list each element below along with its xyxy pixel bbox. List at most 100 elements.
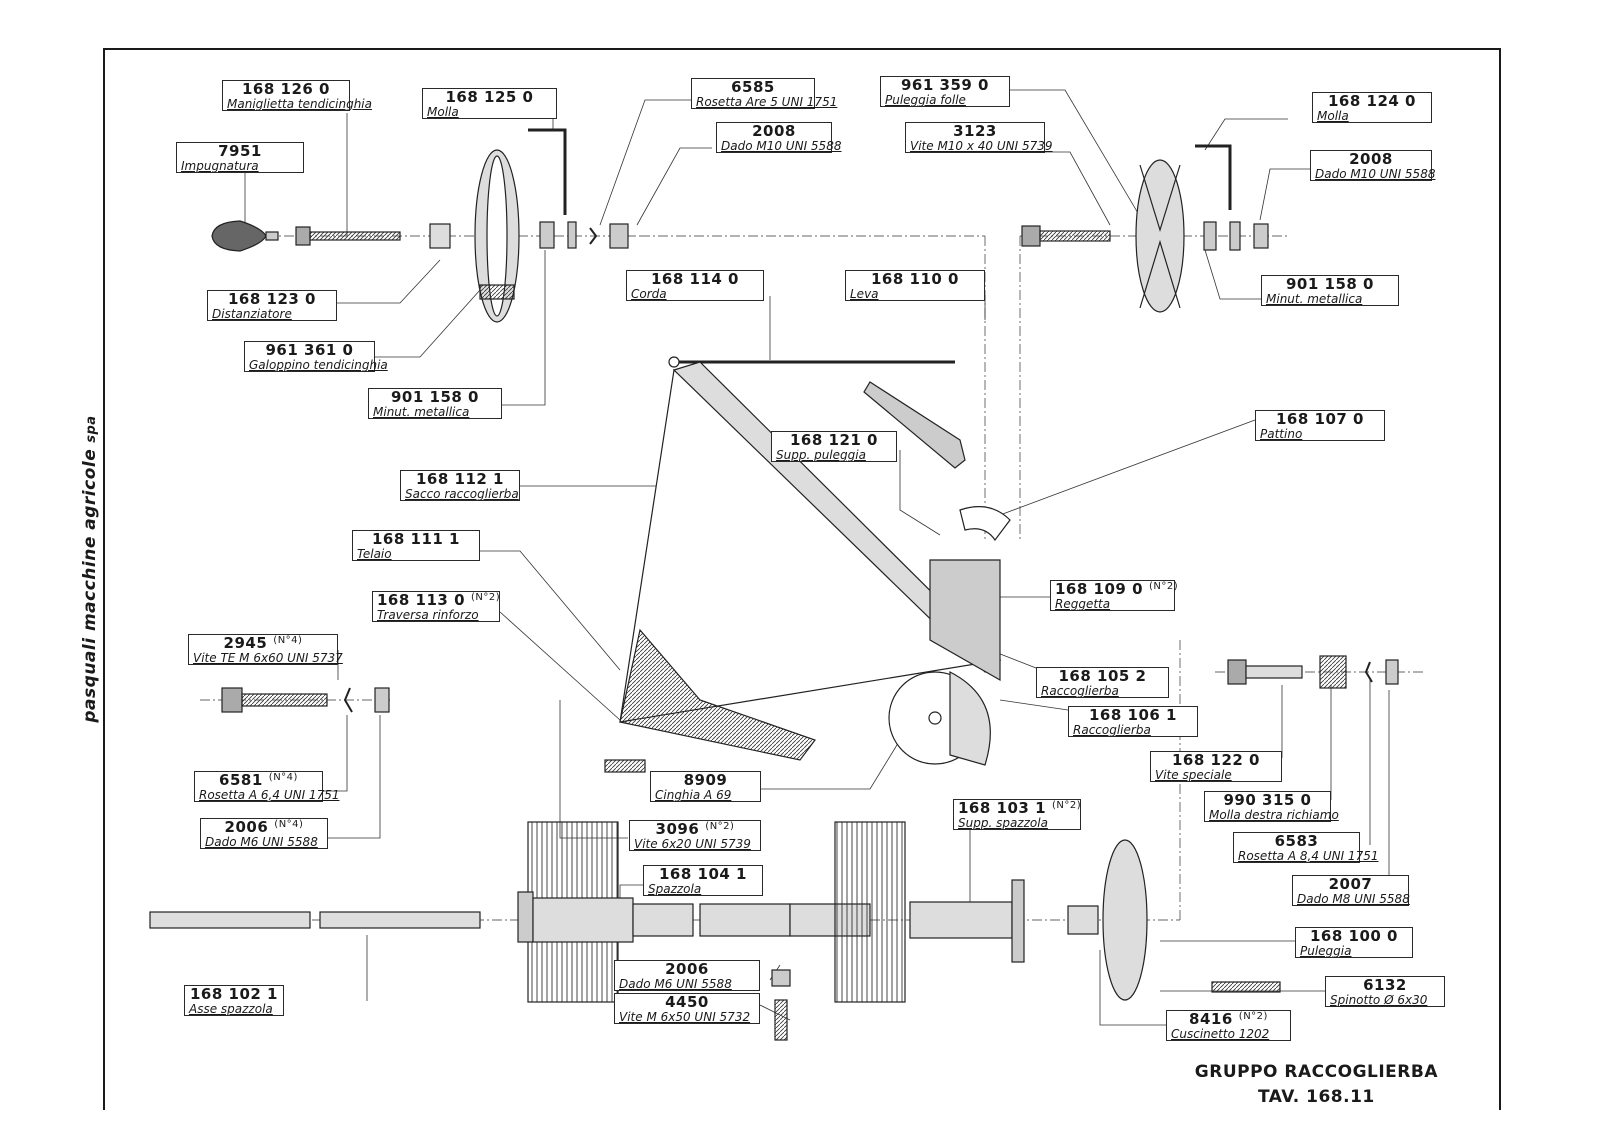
part-code: 961 361 0 [249, 341, 370, 359]
part-code-text: 168 126 0 [241, 80, 330, 98]
return-spring [1319, 655, 1347, 689]
part-code: 8416 (N°2) [1171, 1010, 1286, 1028]
spring-left [528, 128, 567, 215]
brush-hub-left [532, 897, 634, 943]
pulley-support [929, 559, 1001, 682]
part-code-text: 168 106 1 [1088, 706, 1177, 724]
part-name: Rosetta A 8,4 UNI 1751 [1238, 848, 1379, 863]
part-quantity: (N°2) [1238, 1011, 1268, 1022]
part-code-text: 168 113 0 [377, 591, 466, 609]
part-code-text: 8909 [683, 771, 728, 789]
part-code: 2006(N°4) [205, 819, 323, 836]
part-code-text: 6132 [1363, 976, 1407, 994]
brush-support [909, 901, 1013, 939]
part-code: 901 158 0 [1266, 275, 1394, 293]
part-code-text: 168 114 0 [650, 270, 739, 288]
part-code: 168 126 0 [227, 80, 345, 98]
part-name: Cuscinetto 1202 [1171, 1026, 1270, 1041]
assembly-title: GRUPPO RACCOGLIERBA [1194, 1062, 1438, 1082]
part-code-text: 7951 [218, 142, 262, 160]
part-code-text: 168 104 1 [658, 865, 747, 883]
part-code: 6132 [1330, 976, 1440, 994]
part-name: Minut. metallica [373, 404, 470, 419]
part-code-text: 2006 [665, 960, 709, 978]
part-code: 901 158 0 [373, 389, 497, 406]
part-label: 2945(N°4)Vite TE M 6x60 UNI 5737 [188, 634, 343, 666]
nut-left [609, 223, 629, 249]
part-code: 3123 [910, 123, 1040, 140]
title-block: GRUPPO RACCOGLIERBA TAV. 168.11 [1195, 1060, 1438, 1109]
part-name: Molla [427, 104, 459, 119]
part-name: Puleggia folle [885, 92, 966, 107]
nut-right [1253, 223, 1269, 249]
part-code: 168 122 0 [1155, 751, 1277, 769]
drawing-frame [103, 48, 1501, 1110]
part-code-text: 168 123 0 [227, 290, 316, 308]
part-code-text: 168 112 1 [415, 470, 504, 488]
mounting-screws-left [221, 687, 390, 713]
part-label: 6581(N°4)Rosetta A 6,4 UNI 1751 [194, 771, 339, 803]
part-name: Dado M10 UNI 5588 [1315, 166, 1436, 181]
part-code-text: 168 122 0 [1171, 751, 1260, 769]
part-code-text: 6583 [1274, 832, 1319, 850]
screw-m6x60 [241, 693, 328, 707]
spring-right [1195, 144, 1232, 210]
part-label: 3096(N°2)Vite 6x20 UNI 5739 [629, 820, 761, 852]
tensioner-group-right [1021, 144, 1269, 313]
nut-m6 [374, 687, 390, 713]
part-code: 168 123 0 [212, 290, 332, 308]
part-name: Supp. spazzola [958, 815, 1048, 830]
table-number: TAV. 168.11 [1258, 1086, 1375, 1107]
part-name: Pattino [1260, 426, 1303, 441]
part-code: 168 124 0 [1317, 92, 1427, 110]
part-code: 2007 [1297, 876, 1404, 893]
part-code-text: 168 125 0 [445, 88, 534, 106]
catcher-shell [949, 671, 991, 766]
part-code: 3096(N°2) [634, 821, 756, 838]
part-name: Leva [850, 286, 879, 301]
part-code-text: 168 109 0 [1055, 580, 1144, 598]
part-code-text: 168 124 0 [1327, 92, 1416, 110]
screw-m10x40 [1039, 230, 1111, 242]
brush-shaft-b [319, 911, 481, 929]
special-screw-group [1227, 655, 1399, 689]
idler-pulley-right [1135, 159, 1185, 313]
part-code-text: 961 361 0 [265, 341, 354, 359]
part-code-text: 8416 [1189, 1010, 1233, 1028]
part-name: Reggetta [1055, 596, 1111, 611]
part-code: 168 110 0 [850, 271, 980, 288]
part-name: Minut. metallica [1266, 291, 1363, 306]
part-name: Rosetta Are 5 UNI 1751 [696, 94, 838, 109]
part-name: Vite M10 x 40 UNI 5739 [910, 138, 1053, 153]
part-code-text: 901 158 0 [1285, 275, 1374, 293]
nut-m8 [1385, 659, 1399, 685]
part-code: 168 112 1 [405, 470, 515, 488]
part-quantity: (N°2) [705, 821, 735, 832]
part-code-text: 961 359 0 [900, 76, 989, 94]
screw-6x20 [604, 759, 646, 773]
part-label: 8416 (N°2) Cuscinetto 1202 [1166, 1010, 1291, 1042]
handle-knob [211, 220, 267, 252]
grass-catcher-assembly [604, 356, 1011, 773]
part-name: Sacco raccoglierba [405, 486, 519, 501]
part-code: 168 102 1 [189, 986, 279, 1003]
